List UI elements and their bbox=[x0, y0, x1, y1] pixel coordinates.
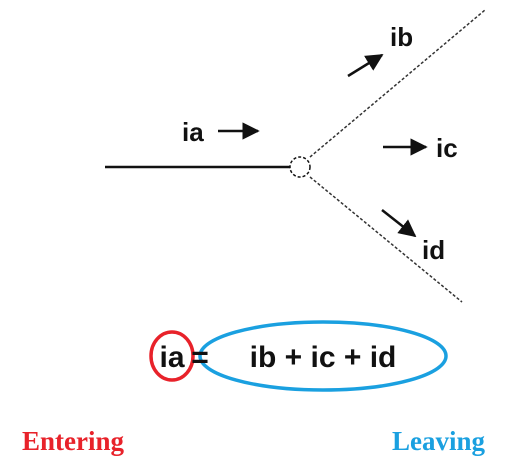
caption-entering: Entering bbox=[22, 426, 125, 456]
branch-b-wire bbox=[309, 9, 486, 158]
caption-leaving: Leaving bbox=[392, 426, 486, 456]
arrow-id bbox=[381, 209, 417, 238]
label-ic: ic bbox=[436, 133, 458, 163]
entering-circle bbox=[149, 330, 195, 382]
equation-lhs: ia bbox=[159, 341, 184, 374]
branch-d-wire bbox=[309, 176, 463, 303]
equation-equals: = bbox=[191, 341, 209, 374]
arrow-ib bbox=[347, 53, 384, 78]
label-id: id bbox=[422, 235, 445, 265]
leaving-ellipse bbox=[198, 320, 448, 392]
junction-node bbox=[289, 156, 311, 178]
equation-rhs: ib + ic + id bbox=[250, 341, 397, 374]
label-ia: ia bbox=[182, 117, 204, 147]
label-ib: ib bbox=[390, 22, 413, 52]
